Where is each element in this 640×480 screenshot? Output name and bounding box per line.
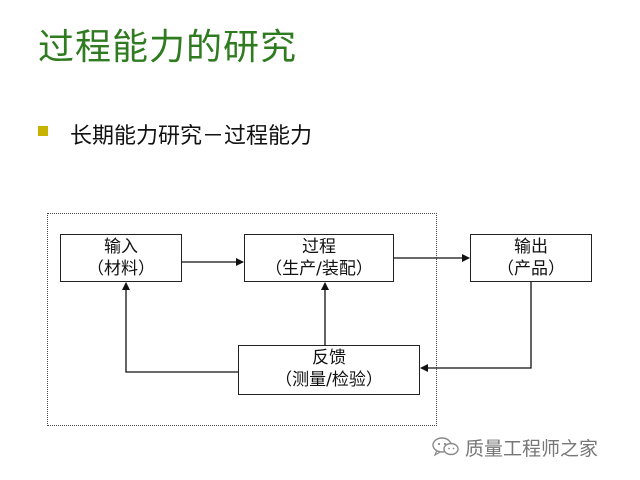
process-node-title: 过程 [302, 237, 336, 257]
output-node: 输出 （产品） [470, 234, 592, 282]
wechat-icon [432, 437, 459, 457]
feedback-node-title: 反馈 [312, 348, 346, 368]
arrow-output-to-feedback [420, 282, 532, 372]
feedback-node-subtitle: （测量/检验） [275, 370, 383, 390]
feedback-node: 反馈 （测量/检验） [238, 345, 420, 395]
input-node-subtitle: （材料） [87, 259, 155, 279]
watermark-text: 质量工程师之家 [465, 438, 599, 460]
input-node-title: 输入 [104, 237, 138, 257]
slide-title: 过程能力的研究 [38, 27, 298, 68]
output-node-subtitle: （产品） [497, 259, 565, 279]
input-node: 输入 （材料） [60, 234, 182, 282]
process-node-subtitle: （生产/装配） [265, 259, 373, 279]
bullet-text: 长期能力研究－过程能力 [70, 124, 313, 149]
bullet-square-icon [38, 126, 48, 136]
process-node: 过程 （生产/装配） [244, 234, 394, 282]
output-node-title: 输出 [514, 237, 548, 257]
